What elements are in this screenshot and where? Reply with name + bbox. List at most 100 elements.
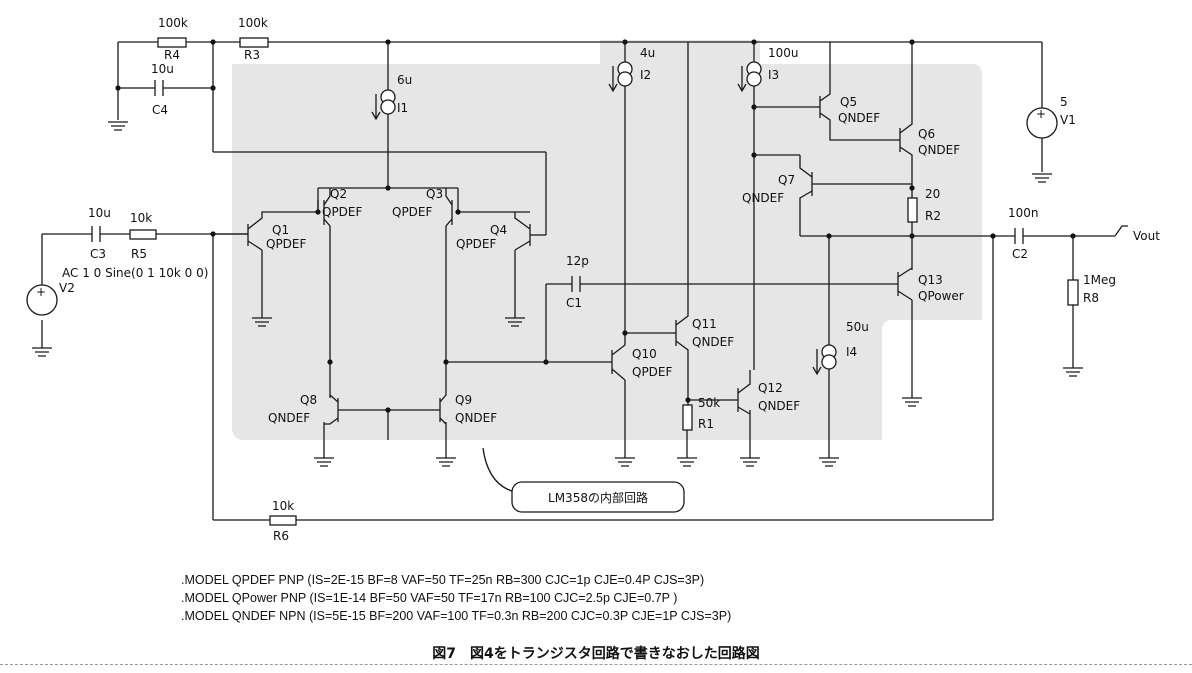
- svg-text:AC 1 0 Sine(0 1 10k 0 0): AC 1 0 Sine(0 1 10k 0 0): [62, 266, 208, 280]
- figure-caption: 図7 図4をトランジスタ回路で書きなおした回路図: [432, 646, 760, 662]
- Q11-transistor: [675, 42, 689, 400]
- svg-text:12p: 12p: [566, 254, 589, 268]
- svg-text:QPDEF: QPDEF: [266, 237, 307, 251]
- svg-text:10u: 10u: [151, 62, 174, 76]
- svg-text:R6: R6: [273, 529, 289, 543]
- svg-text:Q9: Q9: [455, 393, 472, 407]
- Q3-transistor: [445, 188, 530, 362]
- page-separator: [0, 664, 1192, 665]
- svg-text:Q3: Q3: [426, 187, 443, 201]
- R1-body: [682, 404, 693, 431]
- svg-text:V1: V1: [1060, 113, 1076, 127]
- svg-text:V2: V2: [59, 281, 75, 295]
- V2-source: [26, 284, 58, 316]
- Q7-transistor: [754, 154, 912, 236]
- svg-text:QPDEF: QPDEF: [456, 237, 497, 251]
- R4-body: [157, 37, 187, 48]
- svg-text:QNDEF: QNDEF: [692, 335, 734, 349]
- Q13-transistor: [897, 267, 913, 301]
- svg-text:I4: I4: [846, 345, 857, 359]
- Q9-transistor: [439, 362, 447, 425]
- R6-body: [269, 515, 297, 526]
- lm358-region: [232, 40, 982, 440]
- svg-text:I3: I3: [768, 68, 779, 82]
- R8-body: [1067, 279, 1079, 306]
- svg-text:C2: C2: [1012, 247, 1028, 261]
- svg-text:20: 20: [925, 187, 940, 201]
- Q2-transistor: [317, 188, 331, 362]
- svg-text:Q4: Q4: [490, 223, 507, 237]
- svg-text:QNDEF: QNDEF: [758, 399, 800, 413]
- svg-text:QNDEF: QNDEF: [455, 411, 497, 425]
- svg-text:Q5: Q5: [840, 95, 857, 109]
- svg-text:QNDEF: QNDEF: [268, 411, 310, 425]
- Q1-transistor: [213, 211, 318, 251]
- svg-text:QPDEF: QPDEF: [322, 205, 363, 219]
- svg-text:50u: 50u: [846, 320, 869, 334]
- svg-text:R4: R4: [164, 48, 180, 62]
- Q12-transistor: [737, 370, 751, 415]
- R2-body: [907, 197, 918, 223]
- model-qndef: .MODEL QNDEF NPN (IS=5E-15 BF=200 VAF=10…: [181, 609, 732, 623]
- svg-text:C4: C4: [152, 103, 168, 117]
- svg-text:10u: 10u: [88, 206, 111, 220]
- svg-text:QPDEF: QPDEF: [632, 365, 673, 379]
- svg-text:Vout: Vout: [1133, 229, 1160, 243]
- svg-text:Q12: Q12: [758, 381, 783, 395]
- svg-text:Q7: Q7: [778, 173, 795, 187]
- svg-text:Q13: Q13: [918, 273, 943, 287]
- svg-text:Q8: Q8: [300, 393, 317, 407]
- svg-text:100k: 100k: [238, 16, 268, 30]
- svg-text:Q1: Q1: [272, 223, 289, 237]
- svg-text:+: +: [1036, 107, 1046, 121]
- svg-text:QPDEF: QPDEF: [392, 205, 433, 219]
- svg-text:C3: C3: [90, 247, 106, 261]
- model-qpower: .MODEL QPower PNP (IS=1E-14 BF=50 VAF=50…: [181, 591, 678, 605]
- svg-text:QPower: QPower: [918, 289, 964, 303]
- top-rail: [117, 41, 1043, 235]
- svg-text:100u: 100u: [768, 46, 799, 60]
- model-qpdef: .MODEL QPDEF PNP (IS=2E-15 BF=8 VAF=50 T…: [181, 573, 705, 587]
- vout-flag: [1114, 225, 1128, 237]
- svg-text:QNDEF: QNDEF: [838, 111, 880, 125]
- C2-symbol: [1014, 228, 1024, 244]
- callout-pointer: [482, 447, 516, 493]
- I2-source: [608, 61, 633, 93]
- svg-text:R8: R8: [1083, 291, 1099, 305]
- I3-source: [737, 61, 762, 93]
- svg-text:QNDEF: QNDEF: [742, 191, 784, 205]
- svg-text:10k: 10k: [272, 499, 294, 513]
- svg-text:R5: R5: [131, 247, 147, 261]
- svg-text:10k: 10k: [130, 211, 152, 225]
- svg-text:I1: I1: [397, 101, 408, 115]
- svg-text:1Meg: 1Meg: [1083, 273, 1116, 287]
- svg-text:100k: 100k: [158, 16, 188, 30]
- R3-body: [239, 37, 269, 48]
- svg-text:QNDEF: QNDEF: [918, 143, 960, 157]
- C4-symbol: [154, 80, 164, 96]
- svg-text:I2: I2: [640, 68, 651, 82]
- callout-text: LM358の内部回路: [548, 490, 648, 505]
- callout-box: [511, 481, 685, 513]
- svg-text:4u: 4u: [640, 46, 655, 60]
- svg-text:Q11: Q11: [692, 317, 717, 331]
- svg-text:100n: 100n: [1008, 206, 1039, 220]
- svg-text:C1: C1: [566, 296, 582, 310]
- svg-text:5: 5: [1060, 95, 1068, 109]
- R5-body: [129, 229, 157, 240]
- I1-source: [371, 89, 396, 121]
- svg-text:+: +: [36, 285, 46, 299]
- ground-symbols: [32, 121, 1083, 467]
- svg-text:6u: 6u: [397, 73, 412, 87]
- svg-text:R1: R1: [698, 417, 714, 431]
- V1-source: [1026, 107, 1058, 139]
- Q5-transistor: [754, 42, 900, 141]
- svg-text:Q6: Q6: [918, 127, 935, 141]
- svg-text:Q10: Q10: [632, 347, 657, 361]
- svg-text:Q2: Q2: [330, 187, 347, 201]
- component-labels: 100k R4 100k R3 10u C4 6u I1 4u I2 100u …: [59, 16, 1160, 543]
- Q4-transistor: [514, 212, 546, 251]
- svg-text:50k: 50k: [698, 396, 720, 410]
- svg-text:R2: R2: [925, 209, 941, 223]
